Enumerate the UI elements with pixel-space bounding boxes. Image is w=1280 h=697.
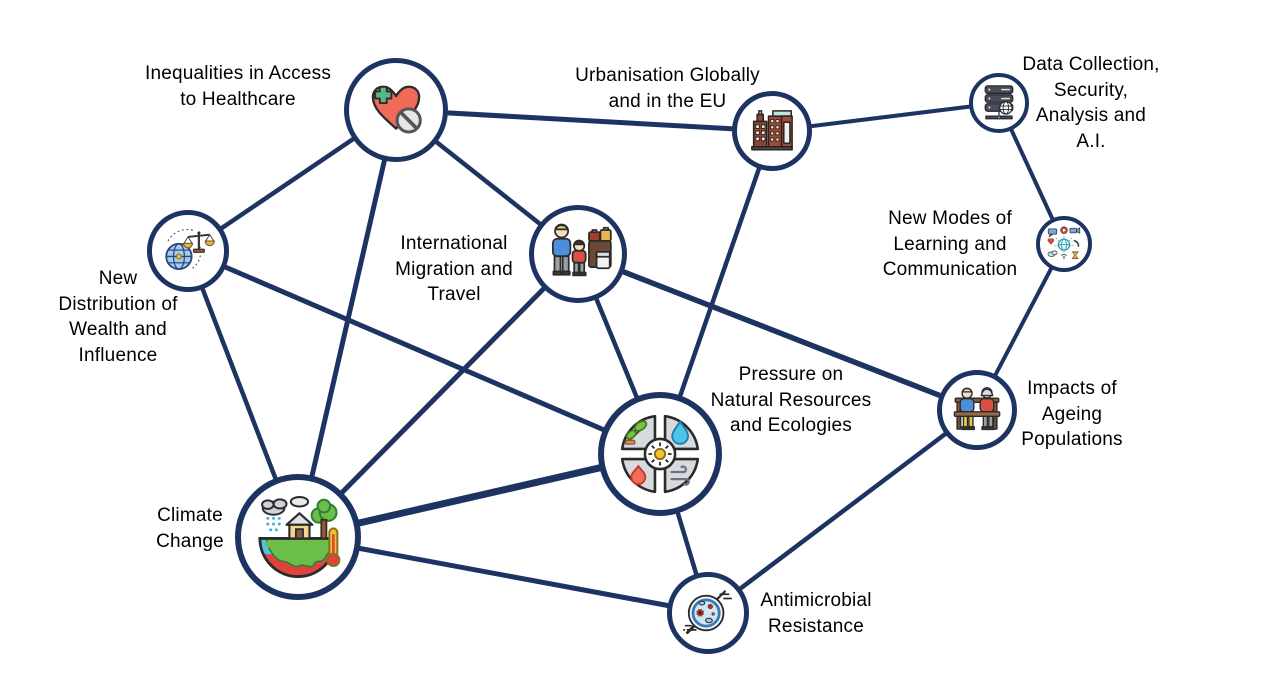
edge-climate-amr bbox=[295, 534, 711, 616]
healthcare-heart-ban-icon bbox=[371, 85, 422, 134]
globe-balance-scales-icon bbox=[165, 228, 215, 271]
edge-healthcare-climate bbox=[295, 107, 399, 540]
label-new-distribution-of-wealth: New Distribution of Wealth and Influence bbox=[58, 268, 178, 366]
city-buildings-icon bbox=[751, 110, 793, 151]
edge-healthcare-urbanisation bbox=[393, 107, 775, 134]
server-stack-globe-icon bbox=[984, 85, 1014, 120]
label-international-migration-travel: International Migration and Travel bbox=[395, 233, 513, 305]
edge-migration-ageing bbox=[575, 251, 980, 413]
elderly-couple-bench-icon bbox=[953, 387, 1001, 431]
edge-wealth-nature bbox=[185, 248, 663, 457]
label-urbanisation-globally: Urbanisation Globally and in the EU bbox=[575, 65, 760, 112]
node-pressure-on-natural-resources bbox=[598, 392, 722, 516]
edge-migration-climate bbox=[295, 251, 581, 540]
globe-communication-icon bbox=[1047, 226, 1081, 260]
node-antimicrobial-resistance bbox=[667, 572, 749, 654]
node-new-distribution-of-wealth bbox=[147, 210, 229, 292]
edge-amr-ageing bbox=[705, 407, 980, 616]
node-climate-change bbox=[235, 474, 361, 600]
elements-wheel-icon bbox=[620, 414, 700, 494]
node-impacts-of-ageing-populations bbox=[937, 370, 1017, 450]
label-climate-change: Climate Change bbox=[156, 505, 224, 552]
label-data-collection-security-ai: Data Collection, Security, Analysis and … bbox=[1022, 54, 1160, 152]
node-data-collection-security-ai bbox=[969, 73, 1029, 133]
node-inequalities-in-access-to-healthcare bbox=[344, 58, 448, 162]
label-pressure-on-natural-resources: Pressure on Natural Resources and Ecolog… bbox=[710, 364, 872, 436]
label-impacts-of-ageing-populations: Impacts of Ageing Populations bbox=[1021, 378, 1123, 450]
migrants-luggage-icon bbox=[551, 223, 612, 277]
node-urbanisation-globally bbox=[732, 91, 812, 171]
label-antimicrobial-resistance: Antimicrobial Resistance bbox=[760, 590, 872, 637]
label-inequalities-in-access-to-healthcare: Inequalities in Access to Healthcare bbox=[144, 63, 332, 110]
node-international-migration-travel bbox=[529, 205, 627, 303]
label-new-modes-of-learning: New Modes of Learning and Communication bbox=[882, 208, 1018, 280]
petri-dish-microbes-icon bbox=[683, 590, 732, 635]
climate-earth-icon bbox=[258, 496, 341, 578]
node-new-modes-of-learning-communication bbox=[1036, 216, 1092, 272]
